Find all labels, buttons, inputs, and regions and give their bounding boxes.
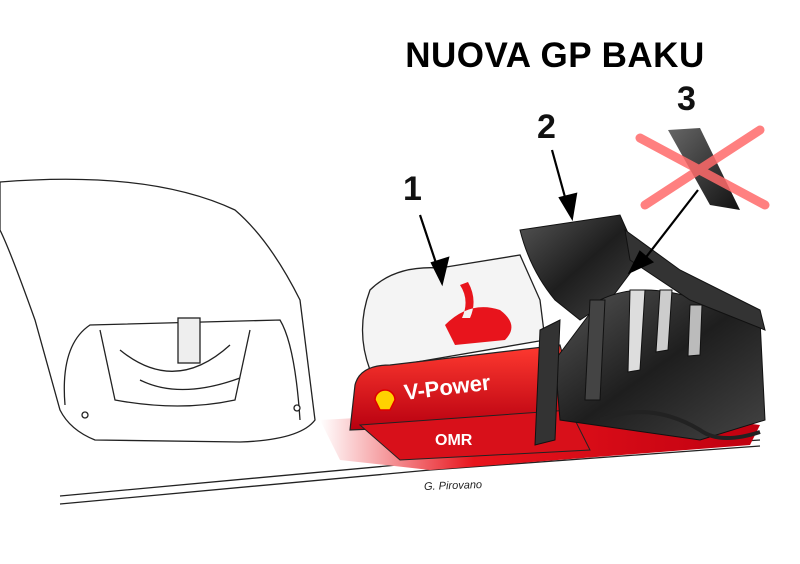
- shell-flame-decal: [445, 282, 512, 345]
- callout-label-1: 1: [403, 170, 422, 208]
- callout-label-2: 2: [537, 108, 556, 146]
- cross-icon: [635, 125, 770, 210]
- nose-outline: [0, 178, 316, 443]
- callout-arrows: [418, 149, 699, 287]
- lower-red-element: [358, 409, 591, 461]
- removed-flap-3: [635, 125, 770, 210]
- callout-label-3: 3: [677, 80, 696, 118]
- shell-logo: [374, 389, 396, 411]
- page-title: NUOVA GP BAKU: [405, 36, 705, 75]
- artist-credit: G. Pirovano: [423, 478, 483, 494]
- black-endplate-elements: [519, 214, 766, 446]
- omr-decal: OMR: [435, 432, 473, 449]
- upper-flap: [361, 254, 546, 371]
